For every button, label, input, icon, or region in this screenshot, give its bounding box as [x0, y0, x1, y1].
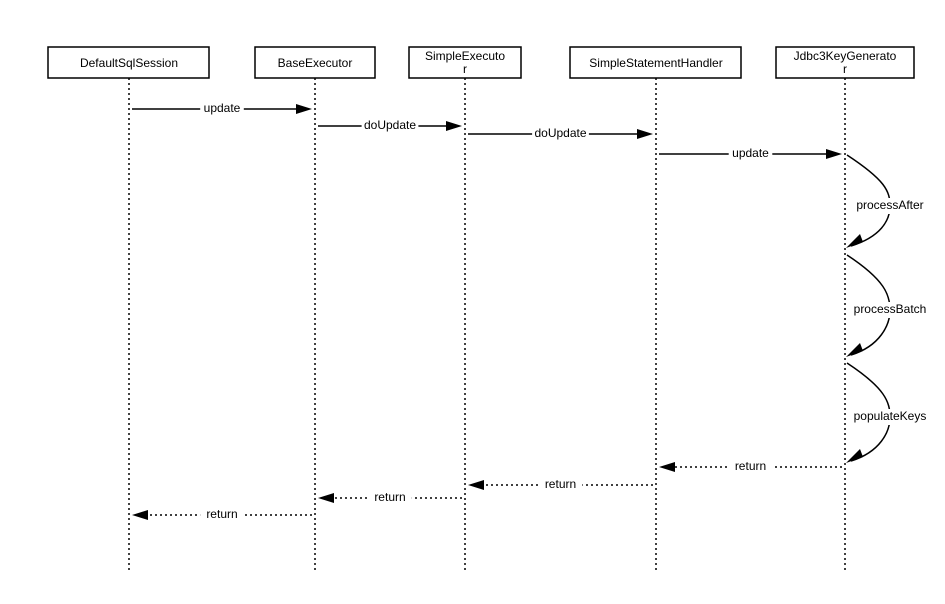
message-label: return	[735, 459, 766, 473]
arrowhead	[826, 149, 842, 159]
participant-rect	[47, 46, 210, 79]
participant-label: r	[463, 62, 467, 76]
arrowhead	[446, 121, 462, 131]
arrowhead	[637, 129, 653, 139]
message-label: update	[732, 146, 769, 160]
participant-box[interactable]: SimpleStatementHandler	[569, 46, 742, 79]
participant-label: r	[843, 62, 847, 76]
message-update: update	[659, 146, 842, 162]
participant-box[interactable]: BaseExecutor	[254, 46, 376, 79]
participant-label: BaseExecutor	[278, 56, 353, 70]
message-return: return	[659, 459, 842, 475]
message-processafter: processAfter	[846, 154, 932, 248]
message-doupdate: doUpdate	[318, 118, 462, 134]
message-label: processAfter	[856, 198, 923, 212]
participant-label: SimpleStatementHandler	[589, 56, 722, 70]
label-background	[848, 198, 932, 214]
message-label: return	[206, 507, 237, 521]
message-label: doUpdate	[364, 118, 416, 132]
participant-label: SimpleExecuto	[425, 49, 505, 63]
message-label: populateKeys	[854, 409, 927, 423]
message-return: return	[468, 477, 653, 493]
participant-rect	[569, 46, 742, 79]
message-label: doUpdate	[534, 126, 586, 140]
label-background	[728, 459, 773, 475]
message-return: return	[132, 507, 312, 523]
arrowhead	[846, 234, 863, 248]
message-label: processBatch	[854, 302, 927, 316]
message-label: update	[204, 101, 241, 115]
arrowhead	[846, 343, 863, 357]
label-background	[848, 409, 932, 425]
participant-label: DefaultSqlSession	[80, 56, 178, 70]
arrowhead	[296, 104, 312, 114]
participant-rect	[408, 46, 522, 79]
message-populatekeys: populateKeys	[846, 362, 932, 463]
message-label: return	[374, 490, 405, 504]
message-processbatch: processBatch	[846, 254, 932, 357]
arrowhead	[846, 449, 863, 463]
message-update: update	[132, 101, 312, 117]
label-background	[361, 118, 419, 134]
label-background	[728, 146, 773, 162]
participant-rect	[254, 46, 376, 79]
participant-label: Jdbc3KeyGenerato	[794, 49, 897, 63]
participant-box[interactable]: DefaultSqlSession	[47, 46, 210, 79]
arrowhead	[659, 462, 675, 472]
label-background	[200, 101, 244, 117]
message-return: return	[318, 490, 462, 506]
arrowhead	[468, 480, 484, 490]
message-doupdate: doUpdate	[468, 126, 653, 142]
arrowhead	[132, 510, 148, 520]
label-background	[200, 507, 244, 523]
label-background	[538, 477, 583, 493]
label-background	[368, 490, 412, 506]
arrowhead	[318, 493, 334, 503]
participant-rect	[775, 46, 915, 79]
label-background	[532, 126, 589, 142]
message-label: return	[545, 477, 576, 491]
label-background	[848, 302, 932, 318]
